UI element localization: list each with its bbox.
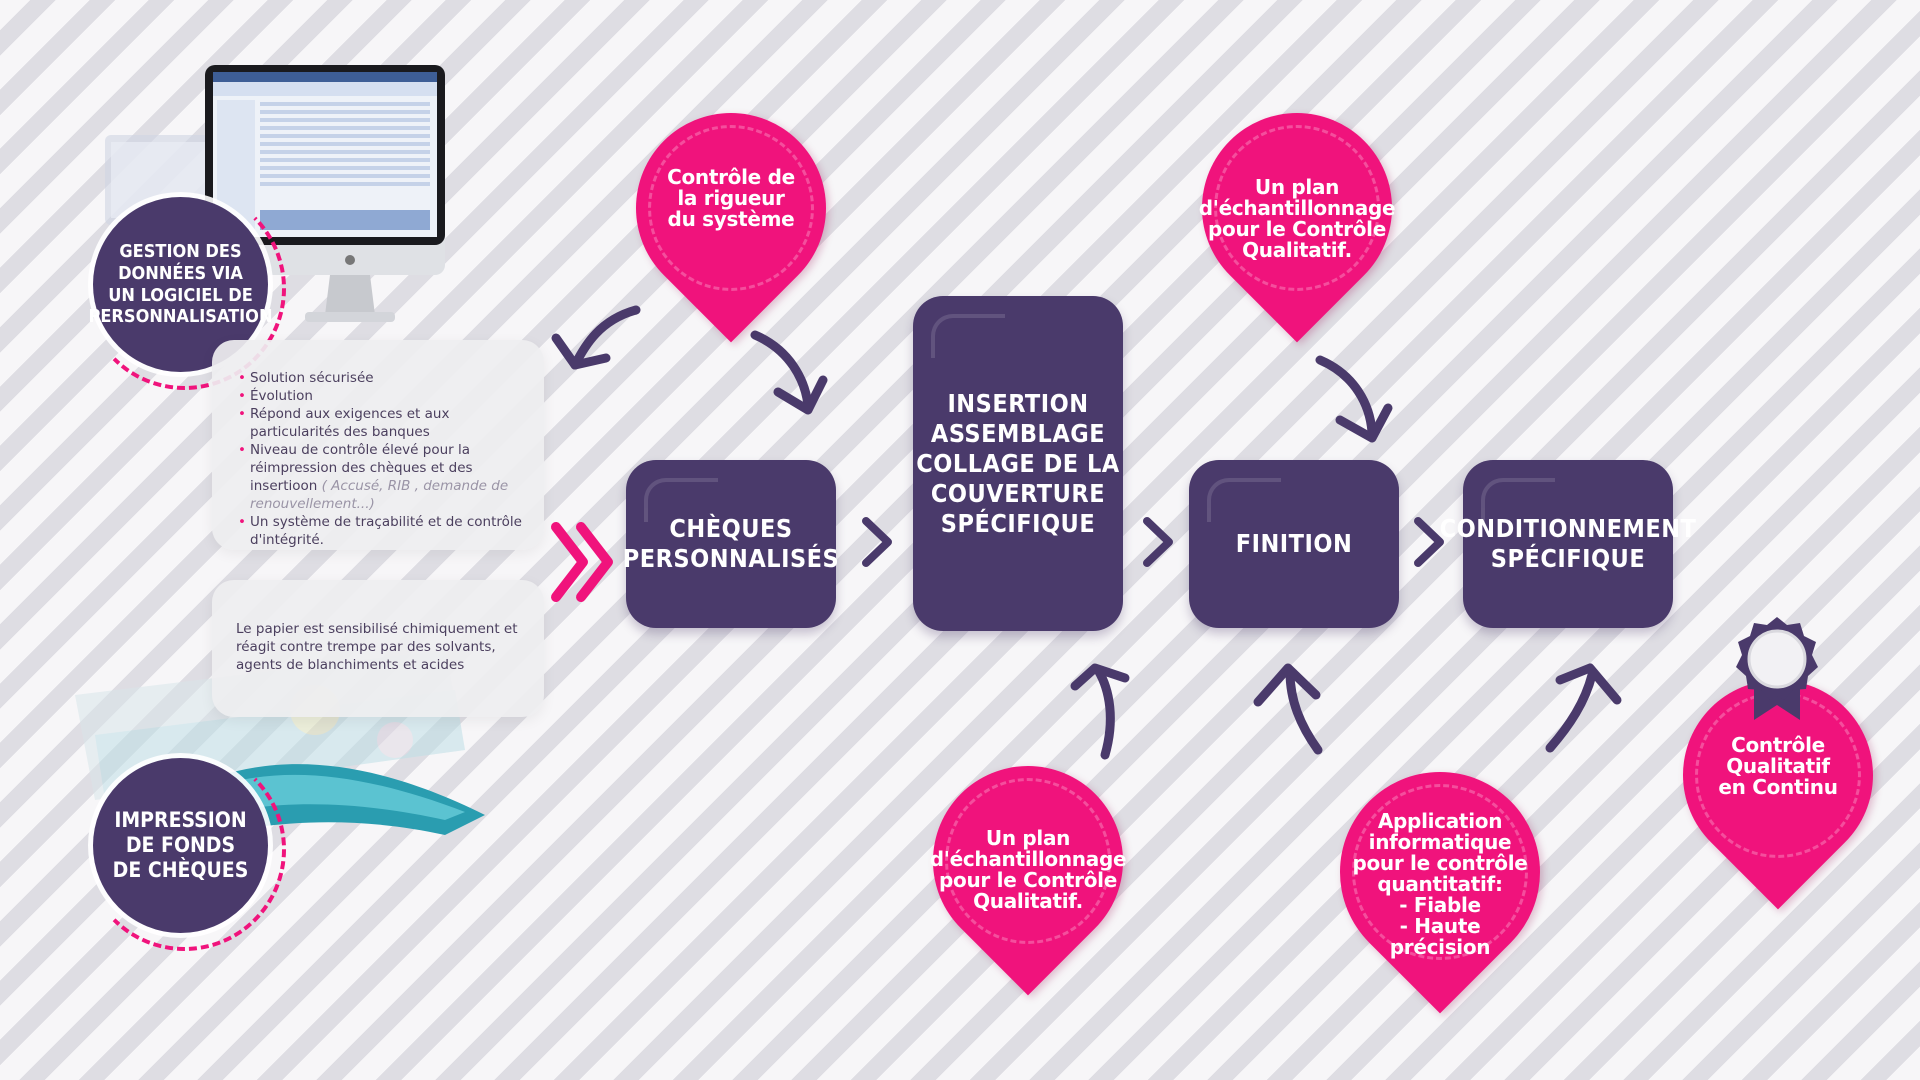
arrow-head (1555, 663, 1622, 705)
arrow-head (1253, 663, 1321, 707)
arrow-head (1335, 403, 1393, 443)
arrow-curve (750, 330, 813, 410)
quality-medal-icon (1732, 612, 1822, 722)
pin-bottom-right-text: Application informatique pour le contrôl… (1352, 809, 1528, 959)
bullet-icon: • (238, 514, 246, 530)
pin-top-left-text: Contrôle de la rigueur du système (667, 165, 795, 231)
paper-description: Le papier est sensibilisé chimiquement e… (236, 621, 518, 673)
chevron-right-icon (1141, 515, 1175, 573)
double-chevron-icon (548, 515, 618, 610)
paper-card: Le papier est sensibilisé chimiquement e… (212, 580, 544, 717)
features-card: •Solution sécurisée •Évolution •Répond a… (212, 340, 544, 550)
feature-item: •Évolution (238, 388, 313, 404)
chevron-right-icon (860, 515, 894, 573)
pin-top-right-text: Un plan d'échantillonnage pour le Contrô… (1198, 175, 1396, 262)
step-insertion-assemblage: INSERTION ASSEMBLAGE COLLAGE DE LA COUVE… (913, 296, 1123, 631)
step-cheques-personnalises: CHÈQUES PERSONNALISÉS (623, 460, 839, 628)
step-finition: FINITION (1189, 460, 1399, 628)
circle-ring-decoration (83, 187, 286, 390)
arrow-curve (1093, 665, 1115, 760)
feature-item: •Un système de traçabilité et de contrôl… (238, 514, 522, 548)
arrow-curve (1285, 667, 1323, 755)
step-conditionnement: CONDITIONNEMENT SPÉCIFIQUE (1440, 460, 1696, 628)
chevron-right-icon (1412, 515, 1446, 573)
bullet-icon: • (238, 388, 246, 404)
features-list: •Solution sécurisée •Évolution •Répond a… (238, 369, 535, 549)
feature-item: •Solution sécurisée (238, 370, 374, 386)
arrow-head (551, 333, 611, 370)
circle-ring-decoration (83, 748, 286, 951)
pin-bottom-left-text: Un plan d'échantillonnage pour le Contrô… (929, 826, 1127, 913)
bullet-icon: • (238, 442, 246, 458)
data-management-circle: GESTION DES DONNÉES VIA UN LOGICIEL DE P… (89, 197, 273, 372)
feature-item: •Répond aux exigences et aux particulari… (238, 406, 450, 440)
arrow-curve (570, 305, 641, 370)
bullet-icon: • (238, 370, 246, 386)
arrow-curve (1315, 355, 1377, 437)
bullet-icon: • (238, 406, 246, 422)
pin-badge-text: Contrôle Qualitatif en Continu (1718, 733, 1838, 799)
arrow-head (773, 375, 828, 415)
cheque-printing-circle: IMPRESSION DE FONDS DE CHÈQUES (93, 758, 268, 933)
feature-item: •Niveau de contrôle élevé pour la réimpr… (238, 442, 509, 512)
arrow-curve (1545, 670, 1597, 753)
arrow-head (1070, 663, 1130, 691)
